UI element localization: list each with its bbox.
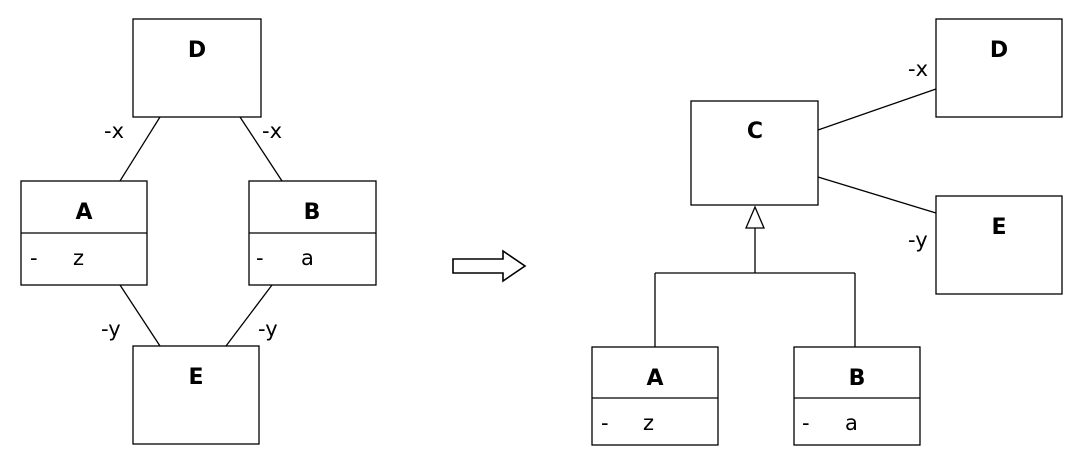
- role-label-b-e: -y: [258, 317, 278, 341]
- class-a-name: A: [646, 366, 663, 391]
- assoc-d-b-line: [239, 116, 283, 182]
- class-e-left: E: [132, 345, 260, 445]
- role-label-a-e: -y: [101, 317, 121, 341]
- class-a-left: A - z: [20, 180, 148, 286]
- class-c-name: C: [747, 119, 763, 144]
- generalization-arrowhead-icon: [745, 205, 765, 229]
- role-label-d-b: -x: [262, 119, 282, 143]
- class-b-name: B: [304, 200, 321, 225]
- class-b-left: B - a: [248, 180, 377, 286]
- class-b-attr-visibility: -: [256, 246, 264, 270]
- role-label-d-a: -x: [104, 119, 124, 143]
- class-a-right: A - z: [591, 346, 719, 446]
- class-d-right: D: [935, 18, 1063, 118]
- role-label-c-d: -x: [908, 57, 928, 81]
- class-d-box: [132, 18, 262, 118]
- class-a-attr-visibility: -: [601, 411, 609, 435]
- right-diagram: -x -y C D E A - z: [591, 18, 1063, 446]
- class-a-attr-name: z: [643, 411, 654, 435]
- assoc-a-e-line: [119, 284, 161, 347]
- class-a-name: A: [75, 200, 92, 225]
- class-a-attr-name: z: [73, 246, 84, 270]
- class-e-box: [935, 195, 1063, 295]
- assoc-c-e-line: [817, 176, 937, 214]
- class-d-name: D: [990, 38, 1008, 63]
- class-b-box: [793, 346, 921, 446]
- assoc-d-a-line: [119, 116, 161, 182]
- assoc-c-d-line: [817, 88, 937, 131]
- left-diagram: -x -x -y -y D A - z B - a E: [20, 18, 377, 445]
- class-c-right: C: [690, 100, 819, 206]
- class-d-name: D: [188, 38, 206, 63]
- class-a-attr-visibility: -: [30, 246, 38, 270]
- role-label-c-e: -y: [908, 228, 928, 252]
- class-b-name: B: [849, 366, 866, 391]
- class-a-box: [591, 346, 719, 446]
- class-b-attr-name: a: [301, 246, 314, 270]
- class-d-box: [935, 18, 1063, 118]
- class-e-box: [132, 345, 260, 445]
- class-e-name: E: [991, 215, 1006, 240]
- class-c-box: [690, 100, 819, 206]
- class-e-right: E: [935, 195, 1063, 295]
- class-e-name: E: [188, 365, 203, 390]
- class-d-left: D: [132, 18, 262, 118]
- class-b-attr-visibility: -: [802, 411, 810, 435]
- assoc-b-e-line: [225, 284, 273, 347]
- transform-arrow-icon: [452, 249, 527, 283]
- class-b-right: B - a: [793, 346, 921, 446]
- class-b-attr-name: a: [845, 411, 858, 435]
